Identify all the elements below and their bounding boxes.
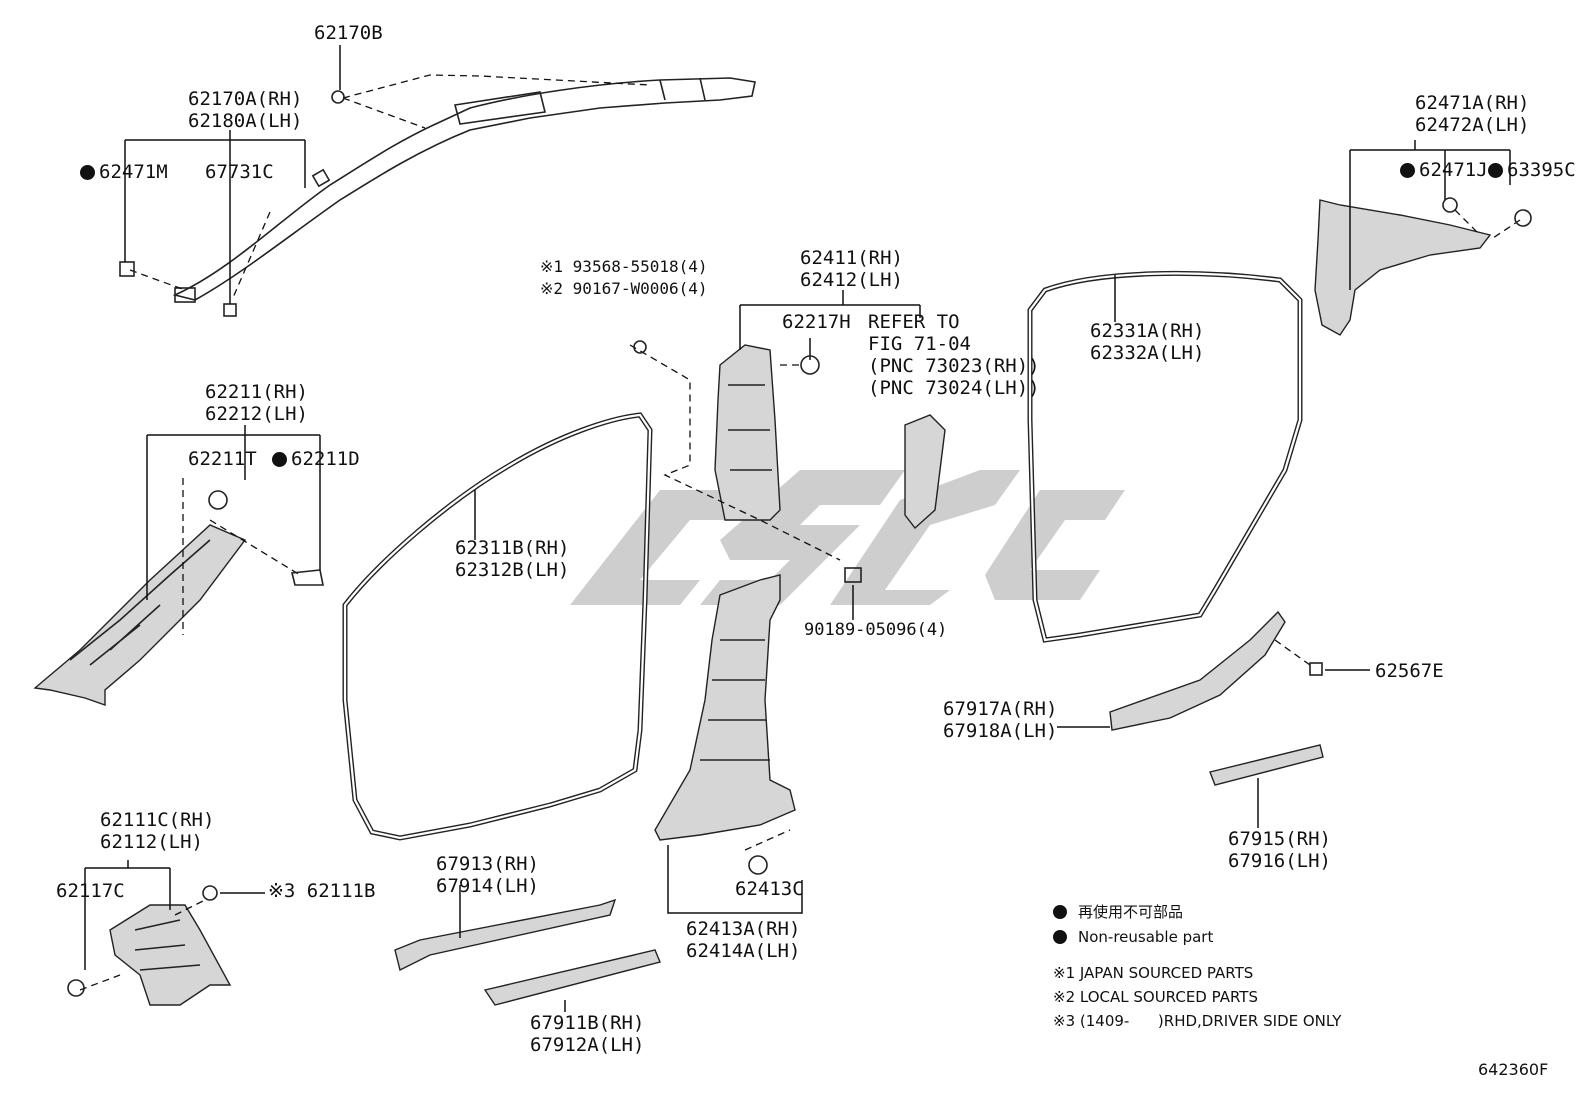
part-67917A-rh: 67917A(RH) bbox=[943, 698, 1058, 720]
part-90189: 90189-05096(4) bbox=[804, 620, 948, 640]
part-62471M-text: 62471M bbox=[99, 161, 168, 183]
part-67731C: 67731C bbox=[205, 161, 274, 183]
legend-note-1: ※1 JAPAN SOURCED PARTS bbox=[1053, 964, 1254, 982]
part-62170A-rh: 62170A(RH) bbox=[188, 88, 303, 110]
part-62471J-text: 62471J bbox=[1419, 159, 1488, 181]
part-62180A-lh: 62180A(LH) bbox=[188, 110, 303, 132]
legend-non-reusable-jp: 再使用不可部品 bbox=[1078, 903, 1184, 921]
part-62471A-rh: 62471A(RH) bbox=[1415, 92, 1530, 114]
part-62311B-rh: 62311B(RH) bbox=[455, 537, 570, 559]
seatbelt-guide bbox=[904, 414, 946, 530]
non-reusable-dot-icon bbox=[1488, 163, 1503, 178]
part-62471M: 62471M bbox=[80, 161, 168, 183]
part-62331A-rh: 62331A(RH) bbox=[1090, 320, 1205, 342]
part-67913-rh: 67913(RH) bbox=[436, 853, 539, 875]
legend-non-reusable-en: Non-reusable part bbox=[1078, 928, 1214, 946]
part-62567E: 62567E bbox=[1375, 660, 1444, 682]
refer-line-3: (PNC 73023(RH)) bbox=[868, 355, 1040, 377]
part-62332A-lh: 62332A(LH) bbox=[1090, 342, 1205, 364]
part-63395C: 63395C bbox=[1488, 159, 1576, 181]
rear-door-weatherstrip bbox=[1027, 270, 1303, 643]
part-67915-rh: 67915(RH) bbox=[1228, 828, 1331, 850]
part-62211D-text: 62211D bbox=[291, 448, 360, 470]
roof-airbag-assembly bbox=[172, 77, 756, 303]
part-62212-lh: 62212(LH) bbox=[205, 403, 308, 425]
non-reusable-dot-icon bbox=[80, 165, 95, 180]
part-62111B: ※3 62111B bbox=[268, 880, 376, 902]
part-67916-lh: 67916(LH) bbox=[1228, 850, 1331, 872]
part-62413C: 62413C bbox=[735, 878, 804, 900]
part-62112-lh: 62112(LH) bbox=[100, 831, 203, 853]
part-bolt-93568: ※1 93568-55018(4) bbox=[540, 257, 708, 276]
part-62111C-rh: 62111C(RH) bbox=[100, 809, 215, 831]
part-bolt-90167: ※2 90167-W0006(4) bbox=[540, 279, 708, 298]
cowl-side-trim bbox=[109, 904, 232, 1006]
refer-line-1: REFER TO bbox=[868, 311, 960, 333]
quarter-trim-upper bbox=[1314, 199, 1492, 336]
refer-line-2: FIG 71-04 bbox=[868, 333, 971, 355]
refer-line-4: (PNC 73024(LH)) bbox=[868, 377, 1040, 399]
part-62211T: 62211T bbox=[188, 448, 257, 470]
watermark-logo bbox=[570, 470, 1125, 605]
part-62217H: 62217H bbox=[782, 311, 851, 333]
b-pillar-upper-garnish bbox=[714, 344, 781, 521]
part-67918A-lh: 67918A(LH) bbox=[943, 720, 1058, 742]
rear-scuff-plate bbox=[1109, 610, 1286, 731]
front-door-sill-plate bbox=[483, 949, 661, 1006]
part-63395C-text: 63395C bbox=[1507, 159, 1576, 181]
part-62471J: 62471J bbox=[1400, 159, 1488, 181]
legend-note-2: ※2 LOCAL SOURCED PARTS bbox=[1053, 988, 1258, 1006]
part-62312B-lh: 62312B(LH) bbox=[455, 559, 570, 581]
non-reusable-dot-icon bbox=[272, 452, 287, 467]
front-scuff-plate bbox=[394, 898, 617, 972]
part-67912A-lh: 67912A(LH) bbox=[530, 1034, 645, 1056]
front-door-weatherstrip bbox=[342, 412, 653, 841]
b-pillar-lower-garnish bbox=[654, 574, 796, 841]
part-62170B: 62170B bbox=[314, 22, 383, 44]
legend-note-3: ※3 (1409- )RHD,DRIVER SIDE ONLY bbox=[1053, 1012, 1342, 1030]
part-62211-rh: 62211(RH) bbox=[205, 381, 308, 403]
part-67914-lh: 67914(LH) bbox=[436, 875, 539, 897]
part-62117C: 62117C bbox=[56, 880, 125, 902]
part-62414A-lh: 62414A(LH) bbox=[686, 940, 801, 962]
part-62413A-rh: 62413A(RH) bbox=[686, 918, 801, 940]
part-62412-lh: 62412(LH) bbox=[800, 269, 903, 291]
part-62411-rh: 62411(RH) bbox=[800, 247, 903, 269]
part-67911B-rh: 67911B(RH) bbox=[530, 1012, 645, 1034]
a-pillar-garnish bbox=[33, 524, 247, 706]
figure-code: 642360F bbox=[1478, 1060, 1549, 1079]
part-62472A-lh: 62472A(LH) bbox=[1415, 114, 1530, 136]
part-62211D: 62211D bbox=[272, 448, 360, 470]
non-reusable-dot-icon bbox=[1400, 163, 1415, 178]
rear-sill-plate bbox=[1209, 744, 1324, 786]
